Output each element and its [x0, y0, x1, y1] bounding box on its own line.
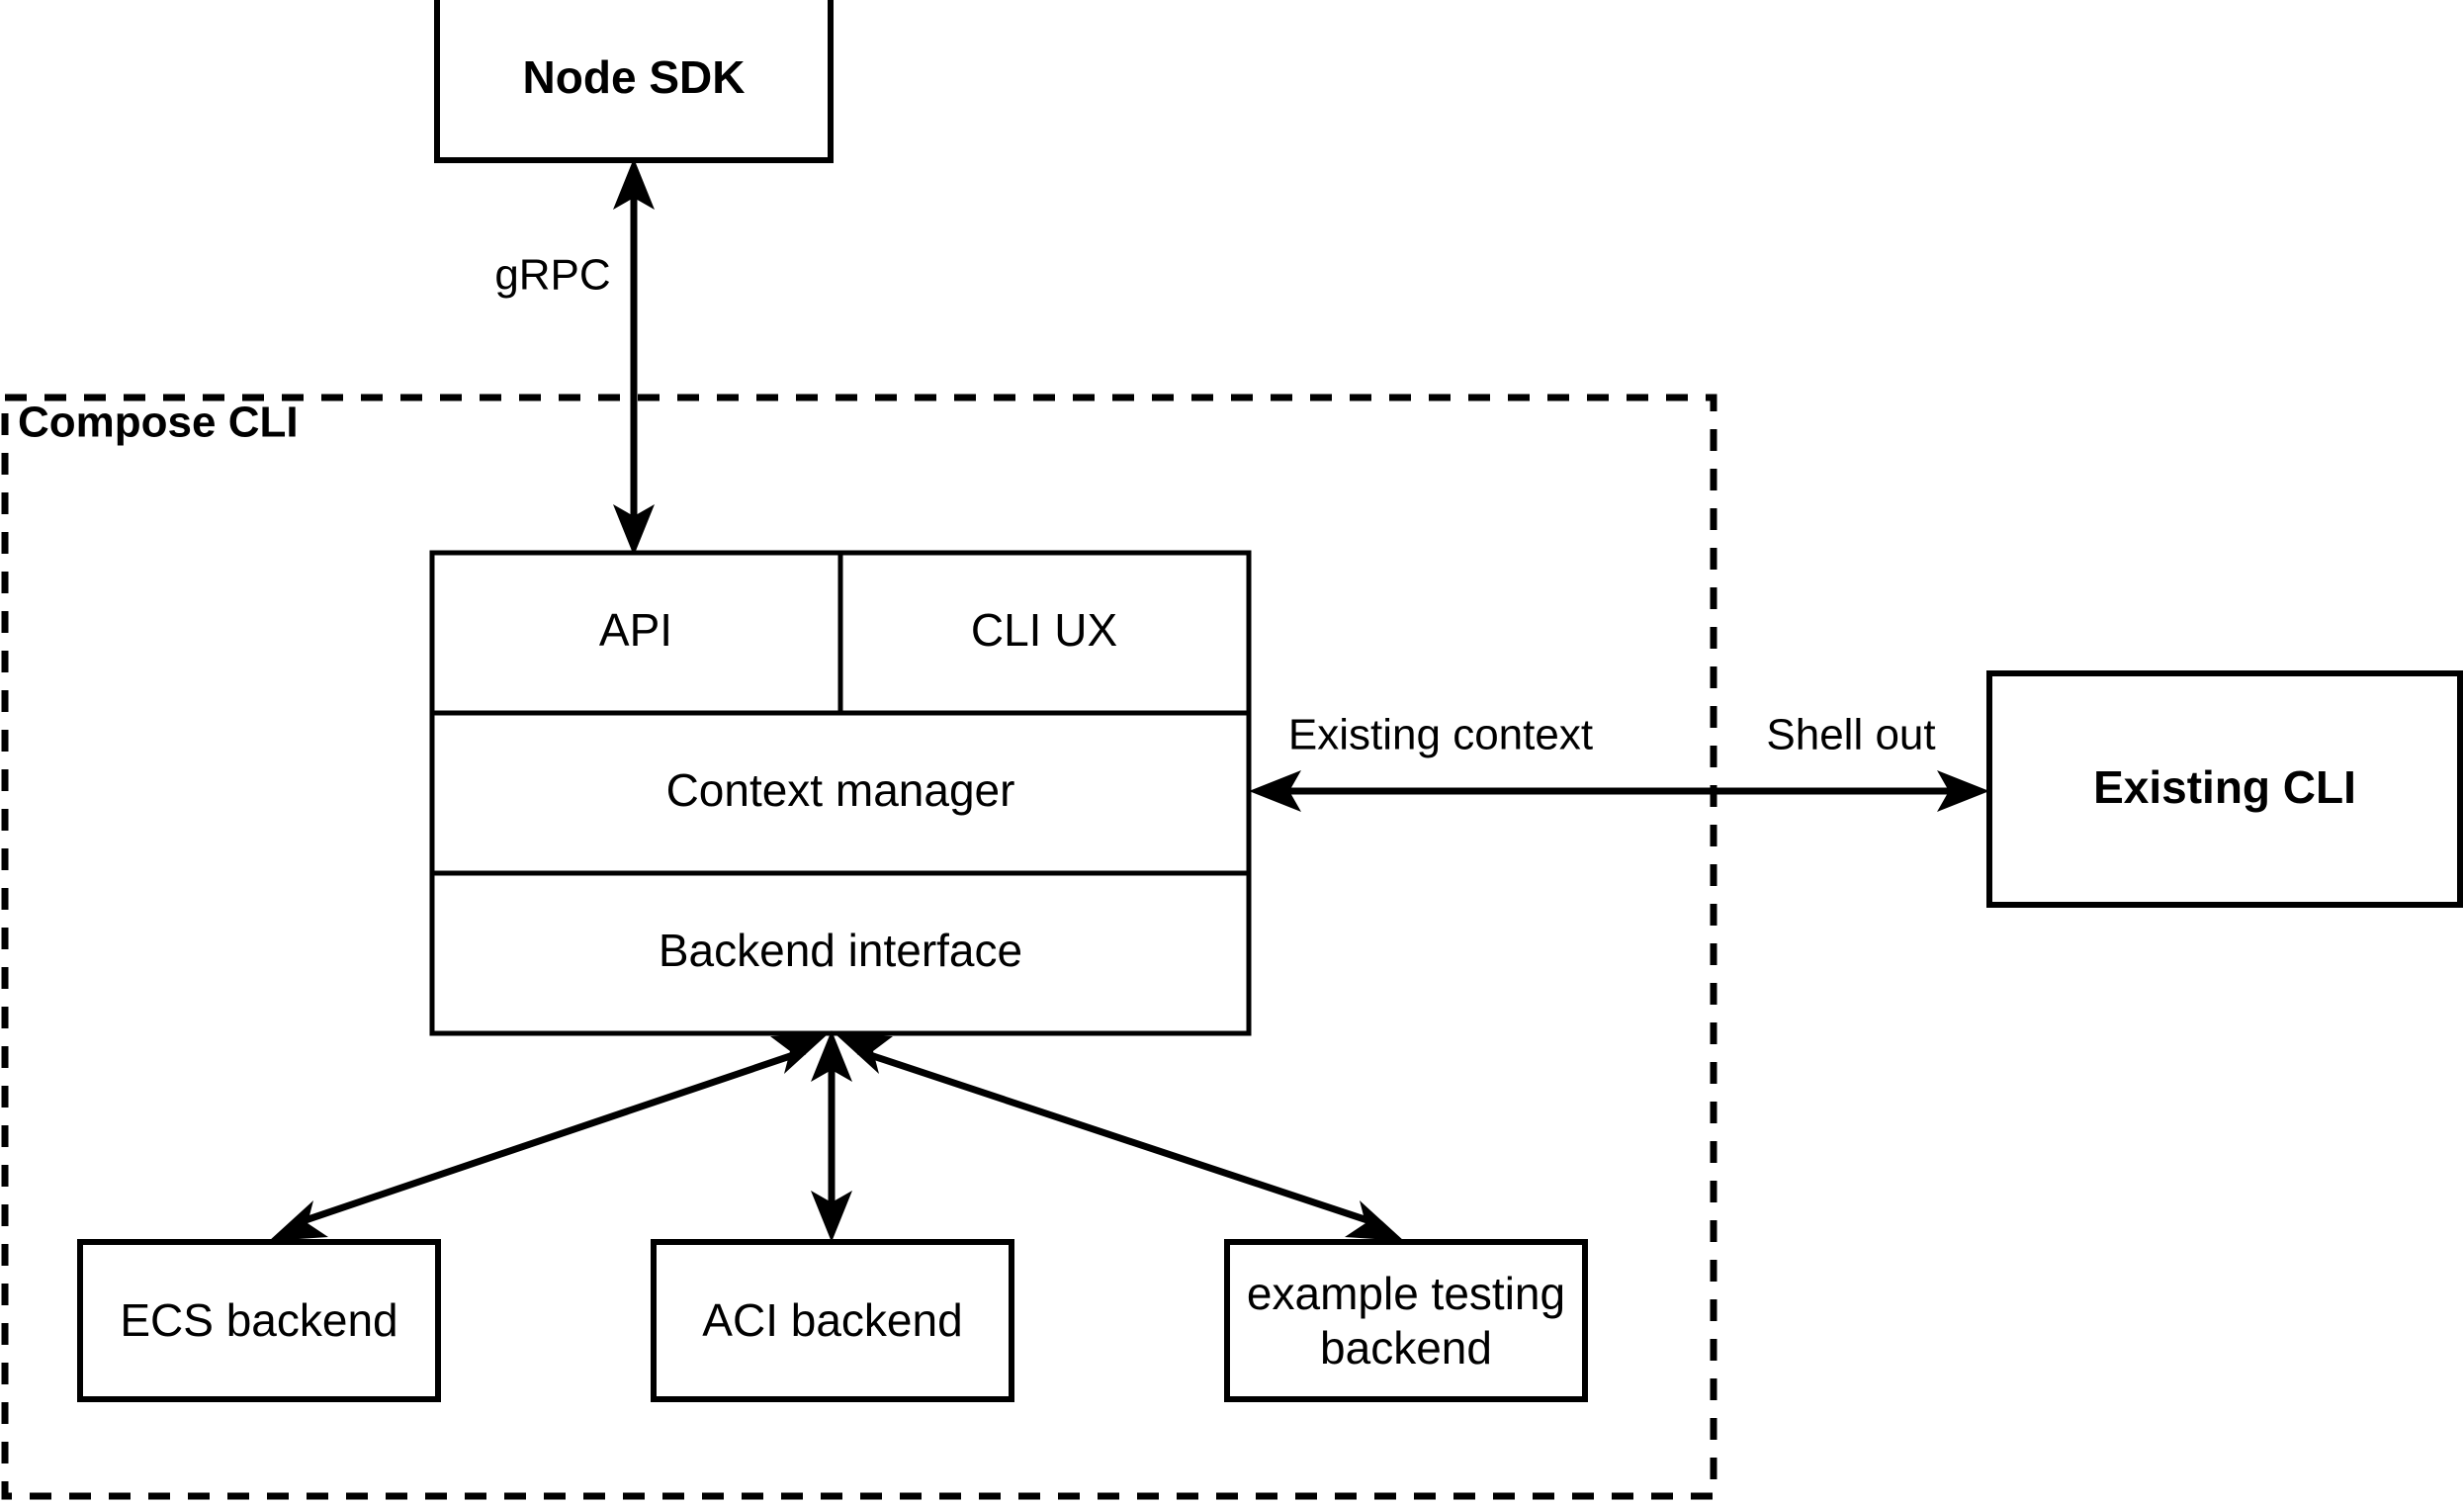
backend-to-ecs-arrowhead-up	[770, 1033, 829, 1074]
existing-cli-label: Existing CLI	[2093, 761, 2356, 813]
backend-to-aci-edge	[811, 1030, 852, 1242]
backend-to-aci-arrowhead-up	[811, 1030, 852, 1082]
aci-backend-box[interactable]	[651, 1239, 1014, 1402]
backend-to-ecs-line	[292, 1047, 807, 1228]
node-sdk-label: Node SDK	[523, 51, 746, 103]
shell-out-edge-label: Shell out	[1766, 711, 1935, 759]
backend-to-example-arrowhead-down	[1345, 1200, 1404, 1241]
compose-cli-group-boundary	[1, 394, 1717, 1500]
existing-cli-box[interactable]	[1986, 670, 2463, 908]
aci-backend-label: ACI backend	[702, 1294, 962, 1346]
backend-interface-box[interactable]	[429, 870, 1252, 1036]
ecs-backend-label: ECS backend	[120, 1294, 397, 1346]
shell-out-arrowhead	[1937, 770, 1989, 812]
grpc-edge: gRPC	[494, 158, 655, 556]
example-testing-backend-label-line1: example testing	[1247, 1268, 1565, 1319]
backend-to-example-arrowhead-up	[835, 1033, 893, 1074]
backend-to-aci-arrowhead-down	[811, 1191, 852, 1242]
cli-ux-box[interactable]	[837, 550, 1252, 716]
grpc-arrowhead-up	[613, 158, 655, 210]
example-testing-backend-label-line2: backend	[1320, 1322, 1492, 1374]
grpc-edge-label: gRPC	[494, 251, 610, 300]
context-existing-cli-edge: Existing context Shell out	[1249, 711, 1989, 812]
backend-to-example-edge	[835, 1033, 1404, 1241]
example-testing-backend-box[interactable]	[1224, 1239, 1588, 1402]
compose-cli-group-label: Compose CLI	[18, 399, 299, 447]
compose-cli-stack: API CLI UX Context manager Backend inter…	[429, 550, 1252, 1036]
existing-context-arrowhead	[1249, 770, 1301, 812]
backend-to-ecs-edge	[269, 1033, 829, 1241]
ecs-backend-box[interactable]	[77, 1239, 441, 1402]
grpc-arrowhead-down	[613, 504, 655, 556]
existing-context-edge-label: Existing context	[1288, 711, 1593, 759]
backend-interface-label: Backend interface	[659, 925, 1022, 976]
context-manager-label: Context manager	[666, 764, 1015, 816]
context-manager-box[interactable]	[429, 710, 1252, 876]
cli-ux-label: CLI UX	[971, 604, 1117, 656]
backend-to-example-line	[856, 1047, 1381, 1228]
backend-to-ecs-arrowhead-down	[269, 1200, 328, 1241]
api-label: API	[599, 604, 672, 656]
